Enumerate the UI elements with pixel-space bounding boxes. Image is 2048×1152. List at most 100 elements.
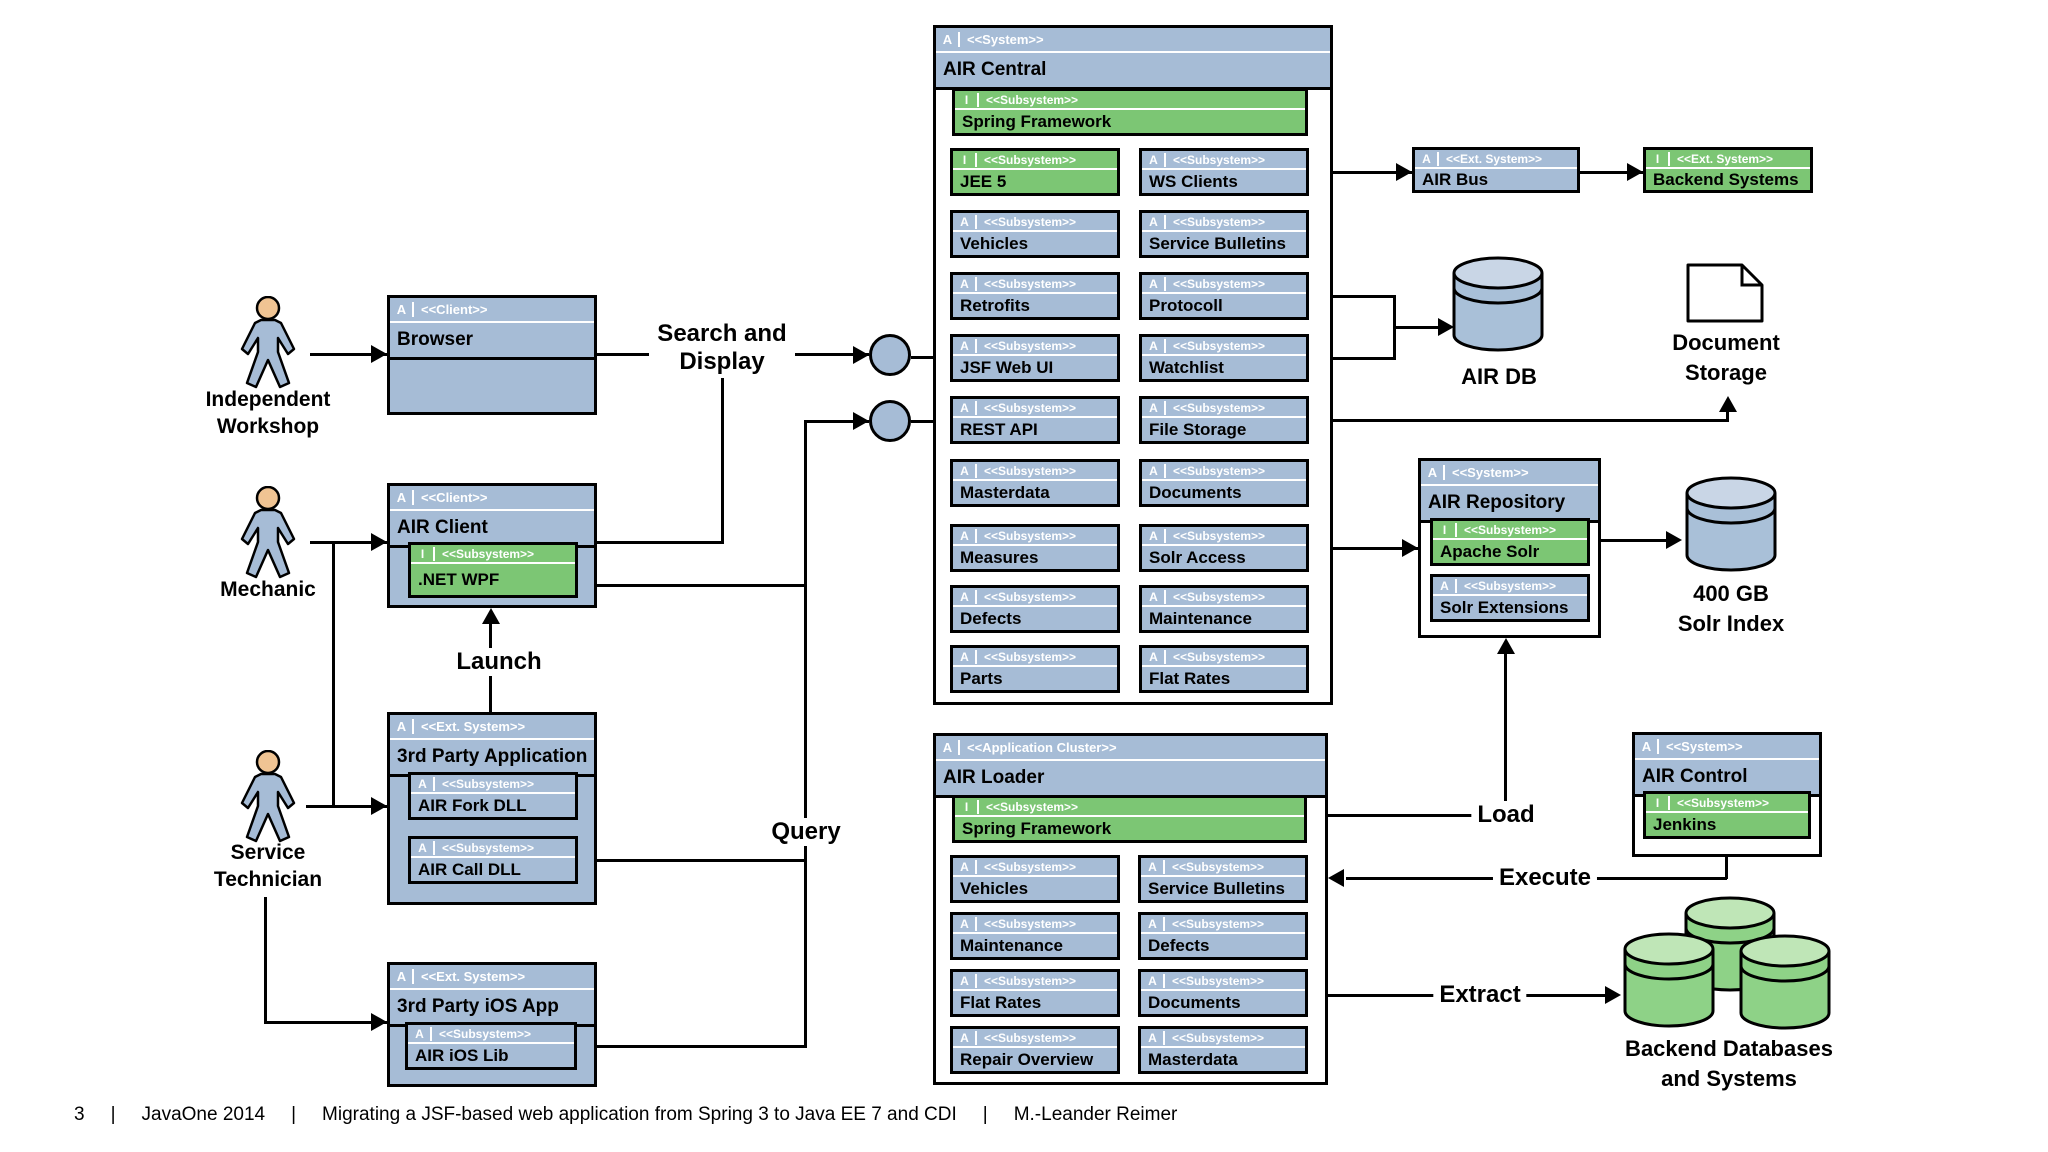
st-text: <<Subsystem>> <box>1173 214 1266 229</box>
footer-page-number: 3 <box>74 1104 85 1125</box>
arrowhead <box>371 1013 387 1031</box>
actor-service-technician-icon <box>240 750 296 843</box>
st-text: <<Subsystem>> <box>1464 522 1557 537</box>
st-letter: A <box>395 969 414 984</box>
st-text: <<Subsystem>> <box>984 400 1077 415</box>
st-letter: A <box>395 302 414 317</box>
stereotype-row: A<<Application Cluster>> <box>936 736 1325 761</box>
stereotype-row: I<<Subsystem>> <box>955 798 1304 817</box>
document-storage-label: Document <box>1672 330 1780 355</box>
arrowhead <box>1438 318 1454 336</box>
st-text: <<Client>> <box>421 302 488 317</box>
st-text: <<Subsystem>> <box>984 152 1077 167</box>
central-subsystem-protocoll: A<<Subsystem>>Protocoll <box>1139 272 1309 320</box>
box-name: AIR iOS Lib <box>415 1046 509 1065</box>
stereotype-row: I<<Subsystem>> <box>1646 794 1808 813</box>
flow-label-extract: Extract <box>1433 981 1527 1009</box>
stereotype-row: A<<Subsystem>> <box>953 337 1117 356</box>
subsystem-jenkins: I<<Subsystem>>Jenkins <box>1643 791 1811 839</box>
box-name: Measures <box>960 548 1039 567</box>
box-name: AIR Client <box>397 517 488 538</box>
st-letter: A <box>1640 739 1659 754</box>
line-searchdisplay-down <box>721 378 724 544</box>
box-name: .NET WPF <box>418 570 500 589</box>
interface-port-search-display <box>869 334 911 376</box>
footer-separator: | <box>982 1104 988 1125</box>
stereotype-row: A <<Client>> <box>390 298 594 323</box>
st-letter: A <box>1147 589 1166 604</box>
box-name: File Storage <box>1149 420 1247 439</box>
browser-body <box>390 357 594 412</box>
box-name: Apache Solr <box>1440 542 1540 561</box>
stereotype-row: A<<Subsystem>> <box>953 527 1117 546</box>
actor-independent-workshop-icon <box>240 296 296 389</box>
line-workshop-browser <box>310 353 387 356</box>
box-name: Flat Rates <box>1149 669 1231 688</box>
stereotype-row: A<<Ext. System>> <box>390 715 594 740</box>
line-searchdisplay-port1 <box>795 353 869 356</box>
st-letter: A <box>958 338 977 353</box>
st-text: <<Subsystem>> <box>1173 528 1266 543</box>
loader-subsystem-masterdata: A<<Subsystem>>Masterdata <box>1138 1026 1308 1074</box>
st-letter: A <box>958 859 977 874</box>
stereotype-row: A<<Subsystem>> <box>1142 275 1306 294</box>
loader-subsystem-spring-framework: I<<Subsystem>>Spring Framework <box>952 795 1307 843</box>
subsystem-air-call-dll: A<<Subsystem>>AIR Call DLL <box>408 836 578 884</box>
st-letter: A <box>1147 152 1166 167</box>
solr-index-cylinder-icon <box>1685 476 1777 572</box>
st-text: <<Subsystem>> <box>1173 152 1266 167</box>
footer-separator: | <box>110 1104 116 1125</box>
box-name: 3rd Party Application <box>397 746 588 767</box>
arrowhead <box>371 345 387 363</box>
central-subsystem-ws-clients: A<<Subsystem>>WS Clients <box>1139 148 1309 196</box>
st-text: <<Subsystem>> <box>984 1030 1077 1045</box>
arrowhead <box>1666 531 1682 549</box>
st-text: <<Subsystem>> <box>984 528 1077 543</box>
st-letter: A <box>958 276 977 291</box>
box-name: Solr Access <box>1149 548 1246 567</box>
line-into-airdb <box>1393 326 1438 329</box>
st-text: <<Subsystem>> <box>442 776 535 791</box>
line-watchlist-out <box>1308 357 1396 360</box>
box-name: JSF Web UI <box>960 358 1054 377</box>
solr-index-label: 400 GB <box>1693 581 1769 606</box>
st-text: <<Subsystem>> <box>1173 276 1266 291</box>
st-text: <<Subsystem>> <box>984 463 1077 478</box>
subsystem-air-ios-lib: A<<Subsystem>>AIR iOS Lib <box>405 1022 577 1070</box>
st-text: <<Subsystem>> <box>439 1026 532 1041</box>
central-subsystem-masterdata: A<<Subsystem>>Masterdata <box>950 459 1120 507</box>
stereotype-row: A<<System>> <box>936 28 1330 53</box>
box-name: Service Bulletins <box>1148 879 1286 898</box>
loader-subsystem-vehicles: A<<Subsystem>>Vehicles <box>950 855 1120 903</box>
stereotype-row: I<<Subsystem>> <box>953 151 1117 170</box>
st-letter: A <box>1146 859 1165 874</box>
stereotype-row: A<<Subsystem>> <box>953 462 1117 481</box>
stereotype-row: A<<Subsystem>> <box>1142 648 1306 667</box>
st-letter: A <box>1438 578 1457 593</box>
arrowhead <box>1402 539 1418 557</box>
line-ioslib-query <box>575 1045 807 1048</box>
stereotype-row: A<<Subsystem>> <box>1141 1029 1305 1048</box>
st-letter: A <box>1147 463 1166 478</box>
actor-label: Mechanic <box>220 578 316 601</box>
st-text: <<Subsystem>> <box>442 546 535 561</box>
st-letter: A <box>1147 400 1166 415</box>
st-text: <<Subsystem>> <box>1173 463 1266 478</box>
stereotype-row: A<<Subsystem>> <box>953 1029 1117 1048</box>
line-technician-iosapp <box>264 1021 387 1024</box>
box-name: AIR Fork DLL <box>418 796 527 815</box>
central-subsystem-defects: A<<Subsystem>>Defects <box>950 585 1120 633</box>
line-protocoll-out <box>1308 295 1396 298</box>
footer-separator: | <box>291 1104 297 1125</box>
stereotype-row: A<<Subsystem>> <box>1433 577 1587 596</box>
st-letter: A <box>1147 338 1166 353</box>
arrowhead <box>1627 163 1643 181</box>
box-name: Service Bulletins <box>1149 234 1287 253</box>
st-letter: I <box>960 92 979 107</box>
st-text: <<Subsystem>> <box>442 840 535 855</box>
box-name: JEE 5 <box>960 172 1007 191</box>
st-text: <<Subsystem>> <box>1677 795 1770 810</box>
stereotype-row: I<<Subsystem>> <box>411 545 575 564</box>
st-text: <<Subsystem>> <box>984 589 1077 604</box>
footer-author: M.-Leander Reimer <box>1013 1104 1178 1125</box>
